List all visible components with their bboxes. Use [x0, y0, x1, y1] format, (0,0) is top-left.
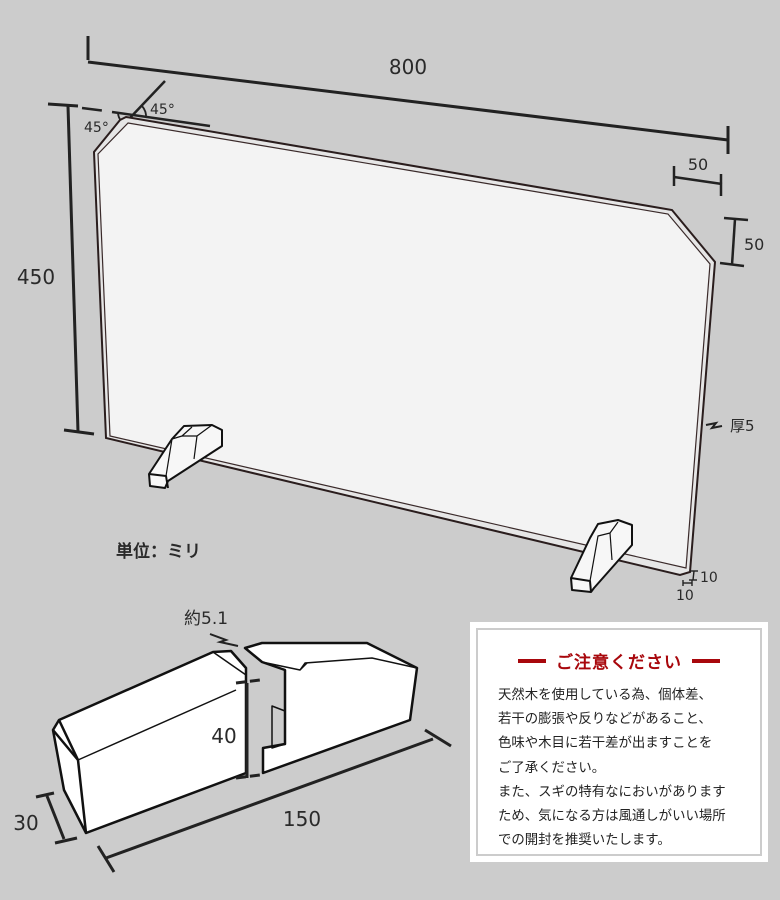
unit-label: 単位：ミリ [116, 542, 201, 562]
chamfer-horizontal-dim [672, 166, 723, 196]
height-dimension-line [47, 102, 95, 436]
title-bar-left [518, 658, 546, 663]
slot-width-marker-icon [209, 633, 239, 647]
angle-guides [81, 80, 211, 128]
stand-length-label: 150 [283, 807, 321, 831]
width-dimension-line [86, 36, 730, 154]
panel-foot-left [148, 424, 223, 489]
notice-title: ご注意ください [478, 648, 760, 673]
thickness-label: 厚5 [730, 417, 755, 435]
height-label: 450 [17, 265, 55, 289]
stand-block [51, 641, 419, 835]
stand-height-label: 40 [211, 724, 236, 748]
corner-angle-top: 45° [150, 102, 175, 118]
notice-line: ため、気になる方は風通しがいい場所 [498, 809, 726, 825]
notice-line: 若干の膨張や反りなどがあること、 [498, 712, 712, 728]
edge-small-horizontal-label: 10 [676, 588, 694, 604]
notice-line: 天然木を使用している為、個体差、 [498, 688, 712, 703]
notice-line: ご了承ください。 [498, 760, 606, 776]
chamfer-vertical-label: 50 [744, 235, 764, 254]
partition-panel [92, 115, 717, 577]
stand-height-dim [235, 678, 261, 780]
panel-foot-right [570, 519, 633, 593]
notice-box: ご注意ください 天然木を使用している為、個体差、 若干の膨張や反りなどがあること… [470, 622, 768, 862]
stand-length-dim [96, 728, 452, 873]
chamfer-horizontal-label: 50 [688, 155, 708, 174]
thickness-marker-icon [705, 421, 723, 430]
notice-line: 色味や木目に若干差が出ますことを [498, 736, 713, 752]
edge-small-vertical-label: 10 [700, 570, 718, 586]
stand-depth-label: 30 [13, 811, 38, 835]
width-label: 800 [389, 55, 427, 79]
notice-body: 天然木を使用している為、個体差、 若干の膨張や反りなどがあること、 色味や木目に… [498, 684, 752, 853]
edge-small-markers [682, 570, 698, 586]
notice-title-text: ご注意ください [556, 653, 682, 673]
slot-width-label: 約5.1 [184, 609, 228, 629]
notice-inner: ご注意ください 天然木を使用している為、個体差、 若干の膨張や反りなどがあること… [476, 628, 762, 856]
notice-line: また、スギの特有なにおいがあります [498, 784, 726, 800]
stand-depth-dim [35, 791, 78, 845]
title-bar-right [692, 658, 720, 663]
chamfer-vertical-dim [719, 216, 749, 268]
notice-line: での開封を推奨いたします。 [498, 833, 671, 849]
corner-angle-left: 45° [84, 120, 109, 136]
